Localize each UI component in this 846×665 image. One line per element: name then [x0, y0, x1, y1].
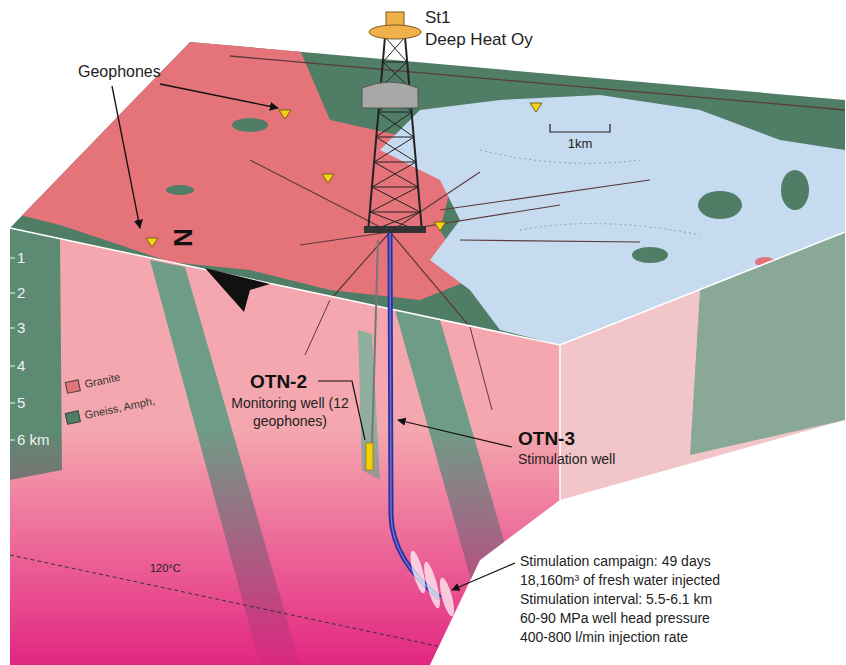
- legend-item: Granite: [65, 371, 121, 394]
- block-edge: [10, 228, 845, 500]
- depth-tick-label: 6 km: [17, 431, 50, 449]
- island: [632, 247, 668, 263]
- fault-line: [305, 300, 330, 355]
- fracture: [421, 561, 443, 610]
- fault-line: [300, 232, 390, 245]
- gneiss-patch: [166, 185, 194, 195]
- well-description: Monitoring well (12 geophones): [230, 395, 350, 430]
- fault-line: [390, 172, 480, 232]
- granite-patch: [755, 257, 775, 267]
- fracture: [437, 576, 457, 617]
- legend-label: Gneiss, Amph,: [83, 394, 155, 421]
- map-surface: [10, 42, 845, 345]
- legend-swatch: [65, 379, 81, 394]
- company-name: Deep Heat Oy: [425, 30, 533, 50]
- stimulation-well: [390, 232, 440, 598]
- island: [698, 191, 742, 219]
- well-name: OTN-2: [250, 371, 307, 394]
- temperature-label: 120°C: [150, 562, 181, 575]
- well-name: OTN-3: [518, 428, 575, 451]
- geophone-string: [366, 443, 373, 470]
- monitoring-well: [372, 240, 378, 445]
- stimulation-note: 18,160m³ of fresh water injected: [520, 572, 720, 589]
- fault-line: [460, 240, 640, 242]
- depth-tick-label: 4: [17, 357, 25, 375]
- rig-lattice: [368, 37, 422, 232]
- stimulation-well-core: [390, 232, 440, 598]
- shore-line: [480, 150, 700, 235]
- leader-arrow: [112, 86, 140, 228]
- drilling-rig: [362, 12, 426, 233]
- fault-line: [390, 232, 470, 327]
- fault-line: [470, 327, 492, 410]
- well-description: Stimulation well: [518, 451, 615, 468]
- geophone-marker: [322, 174, 334, 183]
- fault-line: [440, 180, 650, 210]
- callout-label: Geophones: [78, 62, 161, 81]
- leader-arrow: [398, 420, 512, 447]
- depth-tick-label: 1: [17, 249, 25, 267]
- north-arrow: [205, 268, 270, 312]
- depth-tick-label: 5: [17, 394, 25, 412]
- stimulation-note: Stimulation campaign: 49 days: [520, 553, 711, 570]
- legend-item: Gneiss, Amph,: [65, 394, 156, 425]
- rig-base: [364, 226, 426, 233]
- legend-swatch: [65, 410, 81, 425]
- geophone-marker: [146, 238, 158, 247]
- crown-platform: [369, 25, 421, 39]
- gneiss-patch: [232, 118, 268, 132]
- geophone-marker: [434, 222, 446, 231]
- stimulation-note: 60-90 MPa well head pressure: [520, 610, 710, 627]
- depth-tick-label: 3: [17, 319, 25, 337]
- geophone-marker: [279, 110, 291, 119]
- leader-arrow: [160, 84, 278, 108]
- fault-line: [330, 232, 390, 300]
- north-label: N: [166, 228, 197, 247]
- lake: [380, 95, 845, 345]
- leader-arrow: [452, 563, 515, 590]
- depth-tick-label: 2: [17, 284, 25, 302]
- depth-ticks: [10, 258, 15, 440]
- drawworks: [362, 82, 418, 108]
- legend-label: Granite: [83, 371, 121, 390]
- isotherm-line: [10, 555, 470, 653]
- fracture-zone: [407, 549, 457, 617]
- geophone-markers: [146, 103, 542, 247]
- map-geology: [20, 42, 845, 345]
- scale-label: 1km: [568, 136, 593, 152]
- stimulation-note: Stimulation interval: 5.5-6.1 km: [520, 591, 712, 608]
- stimulation-note: 400-800 l/min injection rate: [520, 629, 688, 646]
- company-name: St1: [425, 8, 451, 28]
- fault-line: [230, 56, 845, 110]
- geophone-marker: [530, 103, 542, 112]
- scale-bar: [550, 124, 610, 132]
- rig-leg: [368, 37, 422, 232]
- island: [781, 170, 809, 210]
